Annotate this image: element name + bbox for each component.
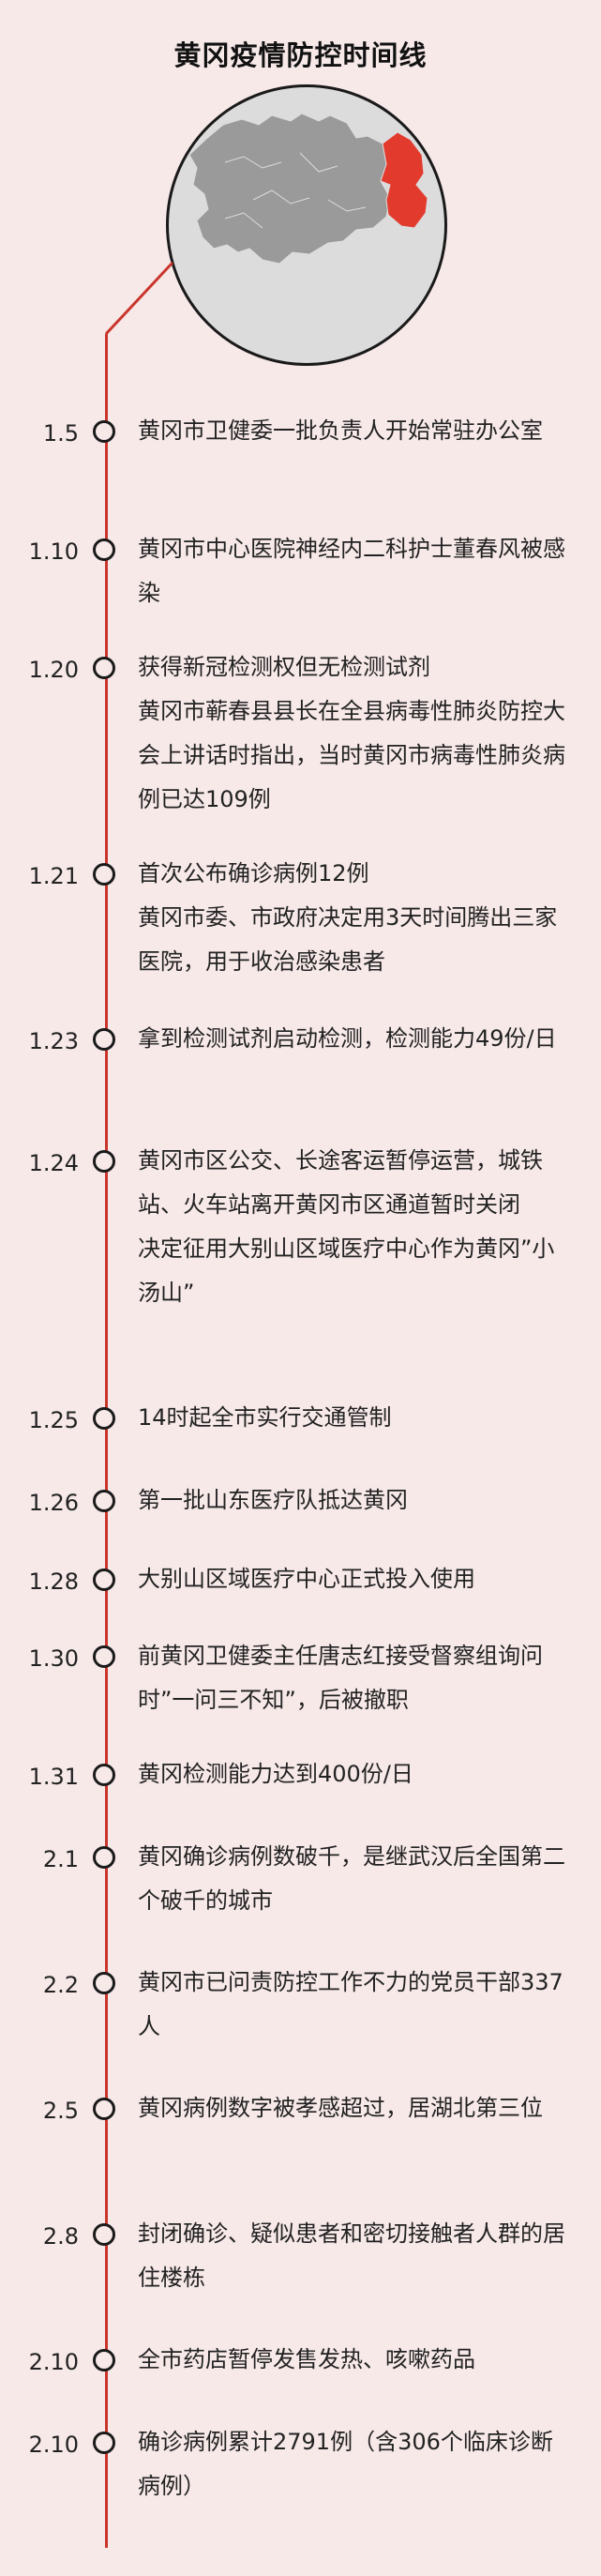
- entry-line: 黄冈病例数字被孝感超过，居湖北第三位: [138, 2095, 543, 2121]
- timeline-dot-icon: [93, 1150, 115, 1173]
- timeline-dot-icon: [93, 538, 115, 561]
- timeline-dot-icon: [93, 657, 115, 679]
- entry-date: 2.5: [42, 2098, 79, 2124]
- entry-date: 1.20: [28, 657, 79, 683]
- entry-date: 1.26: [28, 1490, 79, 1516]
- entry-date: 1.28: [28, 1568, 79, 1595]
- timeline-dot-icon: [93, 2098, 115, 2120]
- entry-line: 黄冈市中心医院神经内二科护士董春风被感染: [138, 536, 565, 606]
- entry-text: 黄冈市已问责防控工作不力的党员干部337人: [138, 1961, 567, 2049]
- entry-line: 黄冈市卫健委一批负责人开始常驻办公室: [138, 417, 543, 444]
- entry-line: 获得新冠检测权但无检测试剂: [138, 654, 430, 680]
- timeline-dot-icon: [93, 2432, 115, 2454]
- entry-date: 2.10: [28, 2349, 79, 2375]
- hubei-map-icon: [166, 84, 447, 366]
- entry-line: 全市药店暂停发售发热、咳嗽药品: [138, 2346, 475, 2372]
- entry-line: 黄冈市委、市政府决定用3天时间腾出三家医院，用于收治感染患者: [138, 904, 558, 975]
- entry-text: 获得新冠检测权但无检测试剂黄冈市蕲春县县长在全县病毒性肺炎防控大会上讲话时指出，…: [138, 645, 567, 822]
- timeline-dot-icon: [93, 1028, 115, 1051]
- timeline-dot-icon: [93, 1645, 115, 1668]
- entry-line: 黄冈市区公交、长途客运暂停运营，城铁站、火车站离开黄冈市区通道暂时关闭: [138, 1147, 543, 1218]
- entry-line: 首次公布确诊病例12例: [138, 860, 369, 886]
- entry-text: 第一批山东医疗队抵达黄冈: [138, 1478, 567, 1523]
- entry-line: 第一批山东医疗队抵达黄冈: [138, 1487, 408, 1513]
- map-connector-line: [104, 261, 174, 336]
- entry-text: 黄冈市卫健委一批负责人开始常驻办公室: [138, 409, 567, 453]
- entry-text: 黄冈检测能力达到400份/日: [138, 1752, 567, 1796]
- timeline-dot-icon: [93, 1764, 115, 1786]
- entry-date: 1.31: [28, 1764, 79, 1790]
- entry-line: 黄冈确诊病例数破千，是继武汉后全国第二个破千的城市: [138, 1843, 565, 1914]
- timeline-dot-icon: [93, 1407, 115, 1430]
- timeline-dot-icon: [93, 2349, 115, 2371]
- timeline-dot-icon: [93, 1490, 115, 1512]
- entry-line: 黄冈检测能力达到400份/日: [138, 1761, 413, 1787]
- entry-line: 拿到检测试剂启动检测，检测能力49份/日: [138, 1025, 557, 1052]
- entry-date: 1.30: [28, 1645, 79, 1672]
- entry-date: 1.24: [28, 1150, 79, 1176]
- entry-text: 全市药店暂停发售发热、咳嗽药品: [138, 2338, 567, 2382]
- entry-date: 2.10: [28, 2432, 79, 2458]
- entry-text: 拿到检测试剂启动检测，检测能力49份/日: [138, 1017, 567, 1061]
- timeline-dot-icon: [93, 1846, 115, 1869]
- entry-date: 1.5: [42, 420, 79, 447]
- entry-text: 14时起全市实行交通管制: [138, 1396, 567, 1440]
- entry-date: 2.8: [42, 2223, 79, 2250]
- entry-date: 2.2: [42, 1972, 79, 1998]
- timeline-dot-icon: [93, 2223, 115, 2246]
- timeline-dot-icon: [93, 863, 115, 886]
- timeline-dot-icon: [93, 1568, 115, 1591]
- entry-text: 黄冈市中心医院神经内二科护士董春风被感染: [138, 527, 567, 615]
- entry-date: 1.21: [28, 863, 79, 889]
- entry-line: 14时起全市实行交通管制: [138, 1404, 392, 1431]
- timeline-dot-icon: [93, 420, 115, 443]
- entry-date: 1.23: [28, 1028, 79, 1054]
- timeline-line: [105, 334, 108, 2548]
- entry-line: 前黄冈卫健委主任唐志红接受督察组询问时”一问三不知”，后被撤职: [138, 1643, 543, 1713]
- page-title: 黄冈疫情防控时间线: [173, 39, 428, 71]
- entry-text: 封闭确诊、疑似患者和密切接触者人群的居住楼栋: [138, 2212, 567, 2300]
- timeline-dot-icon: [93, 1972, 115, 1994]
- entry-date: 1.25: [28, 1407, 79, 1433]
- entry-text: 前黄冈卫健委主任唐志红接受督察组询问时”一问三不知”，后被撤职: [138, 1634, 567, 1722]
- entry-line: 确诊病例累计2791例（含306个临床诊断病例）: [138, 2429, 553, 2499]
- entry-text: 黄冈病例数字被孝感超过，居湖北第三位: [138, 2086, 567, 2130]
- entry-text: 黄冈市区公交、长途客运暂停运营，城铁站、火车站离开黄冈市区通道暂时关闭决定征用大…: [138, 1139, 567, 1315]
- entry-text: 首次公布确诊病例12例黄冈市委、市政府决定用3天时间腾出三家医院，用于收治感染患…: [138, 852, 567, 984]
- entry-line: 封闭确诊、疑似患者和密切接触者人群的居住楼栋: [138, 2220, 565, 2291]
- entry-text: 黄冈确诊病例数破千，是继武汉后全国第二个破千的城市: [138, 1835, 567, 1923]
- entry-line: 大别山区域医疗中心正式投入使用: [138, 1566, 475, 1592]
- entry-date: 2.1: [42, 1846, 79, 1872]
- entry-text: 大别山区域医疗中心正式投入使用: [138, 1557, 567, 1601]
- entry-line: 决定征用大别山区域医疗中心作为黄冈”小汤山”: [138, 1235, 555, 1306]
- entry-line: 黄冈市蕲春县县长在全县病毒性肺炎防控大会上讲话时指出，当时黄冈市病毒性肺炎病例已…: [138, 698, 565, 812]
- entry-date: 1.10: [28, 538, 79, 565]
- entry-text: 确诊病例累计2791例（含306个临床诊断病例）: [138, 2420, 567, 2508]
- entry-line: 黄冈市已问责防控工作不力的党员干部337人: [138, 1969, 563, 2039]
